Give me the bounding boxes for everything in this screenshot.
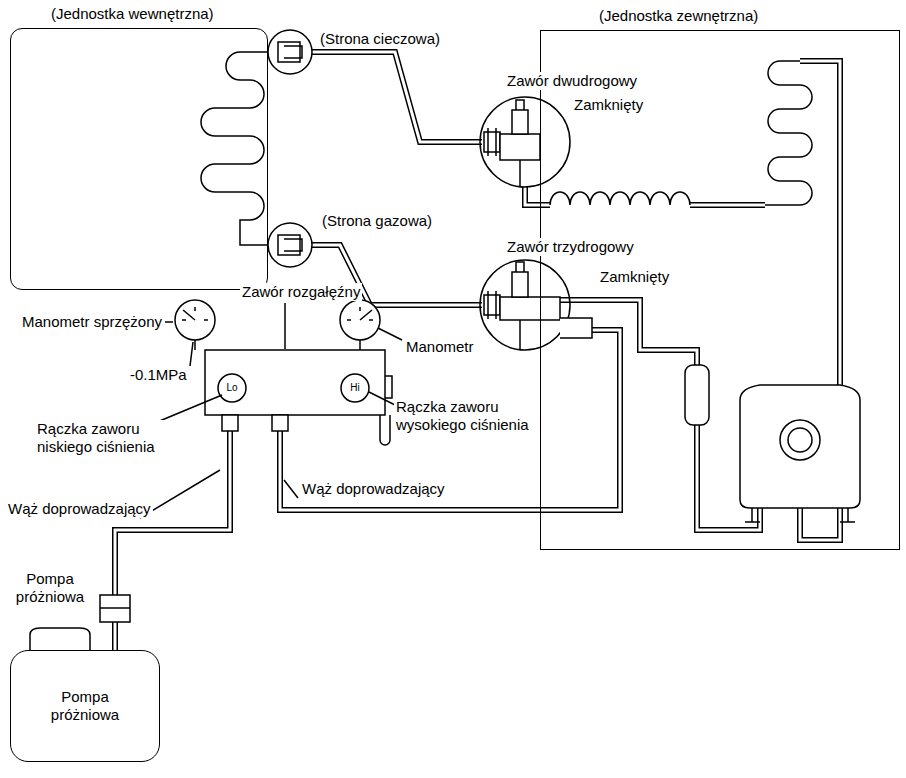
side-label: (Strona gazowa) — [320, 212, 434, 230]
part-name: Manometr — [404, 338, 476, 356]
pressure-value: -0.1MPa — [128, 366, 189, 384]
pump-label: Pompa próżniowa — [11, 688, 159, 724]
hose-name: Wąż doprowadzający — [6, 500, 153, 518]
part-name: Rączka zaworu wysokiego ciśnienia — [394, 398, 534, 434]
part-name: Manometr sprzężony — [20, 313, 164, 331]
unit-heading: (Jednostka wewnętrzna) — [49, 5, 216, 23]
valve-name: Zawór dwudrogowy — [505, 72, 639, 90]
knob-mark: Lo — [218, 382, 246, 394]
valve-state: Zamknięty — [598, 268, 671, 286]
indoor-unit: (Jednostka wewnętrzna) — [10, 28, 268, 290]
part-name: Pompa próżniowa — [4, 570, 96, 606]
part-name: Zawór rozgałęźny — [240, 283, 362, 301]
part-name: Rączka zaworu niskiego ciśnienia — [35, 420, 175, 456]
knob-mark: Hi — [341, 382, 369, 394]
unit-heading: (Jednostka zewnętrzna) — [597, 7, 760, 25]
valve-state: Zamknięty — [572, 96, 645, 114]
hose-name: Wąż doprowadzający — [300, 480, 447, 498]
valve-name: Zawór trzydrogowy — [505, 238, 636, 256]
side-label: (Strona cieczowa) — [318, 30, 442, 48]
vacuum-pump: Pompa próżniowa — [10, 650, 160, 762]
